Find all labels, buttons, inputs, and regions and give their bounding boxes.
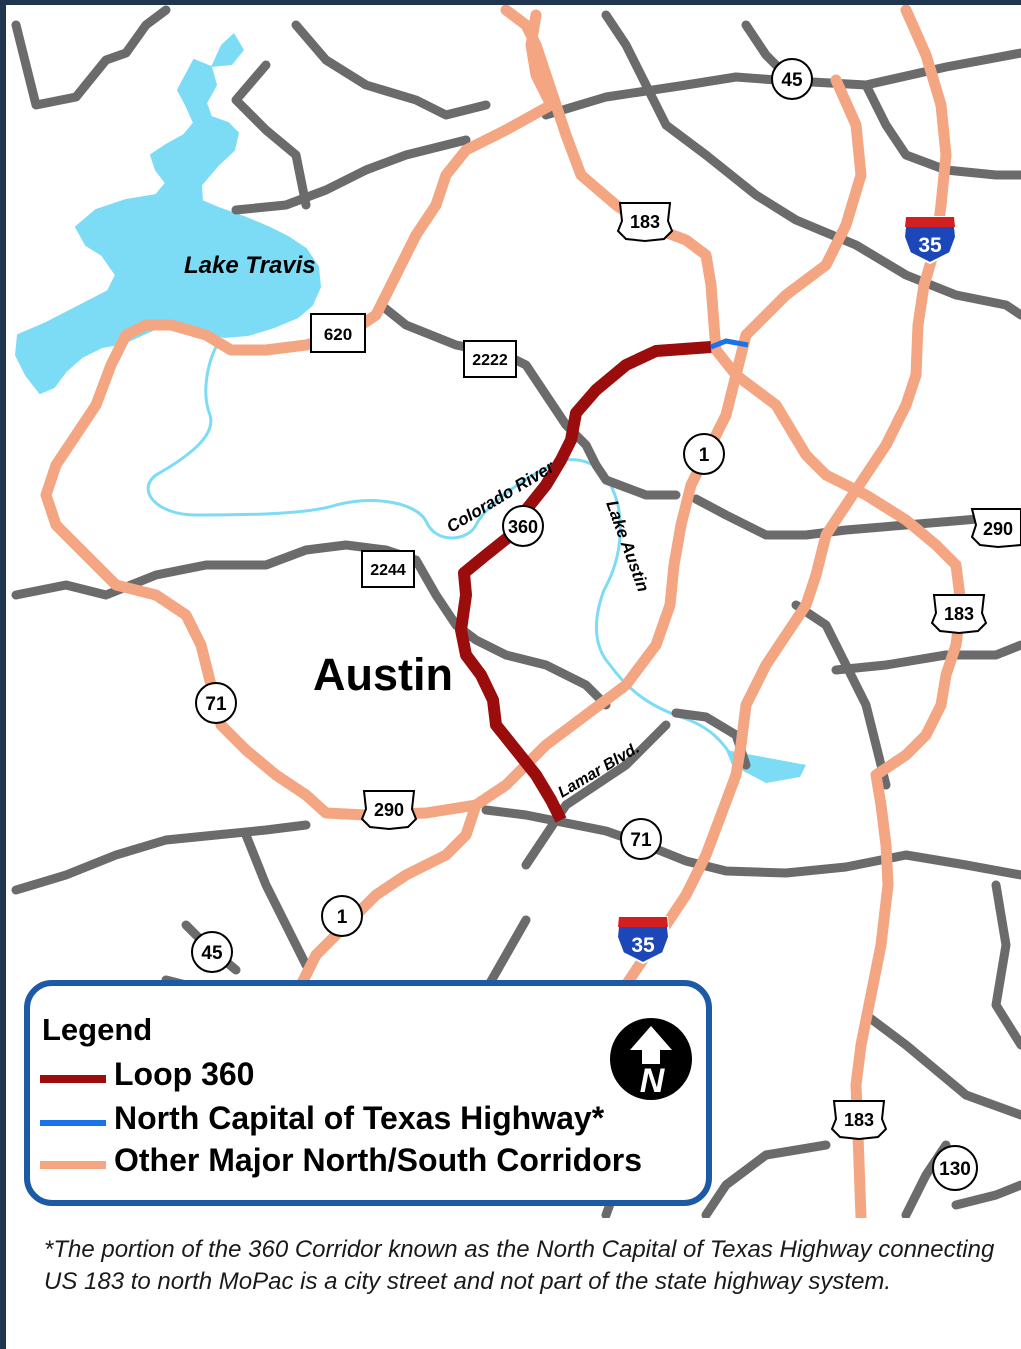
svg-text:290: 290 bbox=[374, 800, 404, 820]
legend-label: North Capital of Texas Highway* bbox=[114, 1100, 605, 1136]
svg-text:35: 35 bbox=[918, 234, 942, 257]
svg-text:1: 1 bbox=[699, 445, 710, 466]
svg-text:71: 71 bbox=[630, 830, 652, 851]
i35-south-shield: 35 bbox=[615, 916, 671, 965]
footnote: *The portion of the 360 Corridor known a… bbox=[44, 1236, 995, 1295]
north-arrow-icon: N bbox=[610, 1018, 692, 1100]
us183-south-shield: 183 bbox=[830, 1100, 888, 1141]
lake-travis-arm bbox=[211, 33, 244, 67]
sh45-south-shield: 45 bbox=[191, 931, 233, 973]
circle-shields: 45 1 360 71 71 1 45 130 bbox=[191, 58, 978, 1191]
legend-swatch-other-corridors bbox=[40, 1161, 106, 1169]
colorado-river bbox=[146, 342, 805, 778]
sh45-north-shield: 45 bbox=[771, 58, 813, 100]
interstate-shields: 35 35 bbox=[615, 216, 958, 965]
i35-north-shield: 35 bbox=[902, 216, 958, 265]
svg-text:1: 1 bbox=[337, 907, 348, 928]
svg-text:45: 45 bbox=[201, 943, 223, 964]
svg-text:45: 45 bbox=[781, 70, 803, 91]
sh71-east-shield: 71 bbox=[620, 818, 662, 860]
sh71-west-shield: 71 bbox=[195, 682, 237, 724]
gray-roads bbox=[11, 5, 1021, 1218]
sh130-shield: 130 bbox=[932, 1145, 978, 1191]
us-shields: 183 290 183 290 183 bbox=[360, 202, 1021, 1141]
rm620-shield: 620 bbox=[310, 313, 366, 353]
loop1-south-shield: 1 bbox=[321, 895, 363, 937]
legend-label: Loop 360 bbox=[114, 1056, 255, 1092]
loop-360-route bbox=[455, 341, 712, 823]
us183-corridor bbox=[500, 5, 967, 1218]
legend: Legend Loop 360 North Capital of Texas H… bbox=[24, 980, 712, 1206]
svg-text:35: 35 bbox=[631, 934, 655, 957]
svg-text:620: 620 bbox=[324, 325, 352, 344]
legend-title: Legend bbox=[42, 1012, 153, 1047]
lake-travis bbox=[14, 58, 322, 395]
legend-swatch-north-capital bbox=[40, 1120, 106, 1126]
svg-text:360: 360 bbox=[508, 517, 538, 537]
square-shields: 620 2222 2244 bbox=[310, 313, 517, 588]
svg-text:183: 183 bbox=[944, 604, 974, 624]
austin-label: Austin bbox=[313, 649, 453, 700]
loop1-north-shield: 1 bbox=[683, 433, 725, 475]
svg-text:130: 130 bbox=[939, 1159, 971, 1180]
legend-label: Other Major North/South Corridors bbox=[114, 1142, 642, 1178]
rm620-corridor bbox=[40, 9, 557, 821]
rm2222-shield: 2222 bbox=[463, 340, 517, 378]
svg-text:2222: 2222 bbox=[472, 352, 508, 369]
us183-east-shield: 183 bbox=[930, 594, 988, 635]
loop360-shield: 360 bbox=[502, 505, 544, 547]
rm2244-shield: 2244 bbox=[361, 550, 415, 588]
svg-text:183: 183 bbox=[630, 212, 660, 232]
lake-travis-label: Lake Travis bbox=[184, 252, 316, 279]
north-capital-route bbox=[710, 338, 749, 350]
us290-west-shield: 290 bbox=[360, 790, 418, 831]
legend-swatch-loop-360 bbox=[40, 1075, 106, 1083]
svg-text:71: 71 bbox=[205, 694, 227, 715]
loop1-corridor bbox=[290, 74, 867, 1001]
svg-text:183: 183 bbox=[844, 1110, 874, 1130]
north-arrow-letter: N bbox=[640, 1062, 666, 1100]
us183-north-shield: 183 bbox=[616, 202, 674, 243]
us290-east-shield: 290 bbox=[970, 508, 1021, 549]
svg-text:2244: 2244 bbox=[370, 562, 406, 579]
svg-text:290: 290 bbox=[983, 519, 1013, 539]
